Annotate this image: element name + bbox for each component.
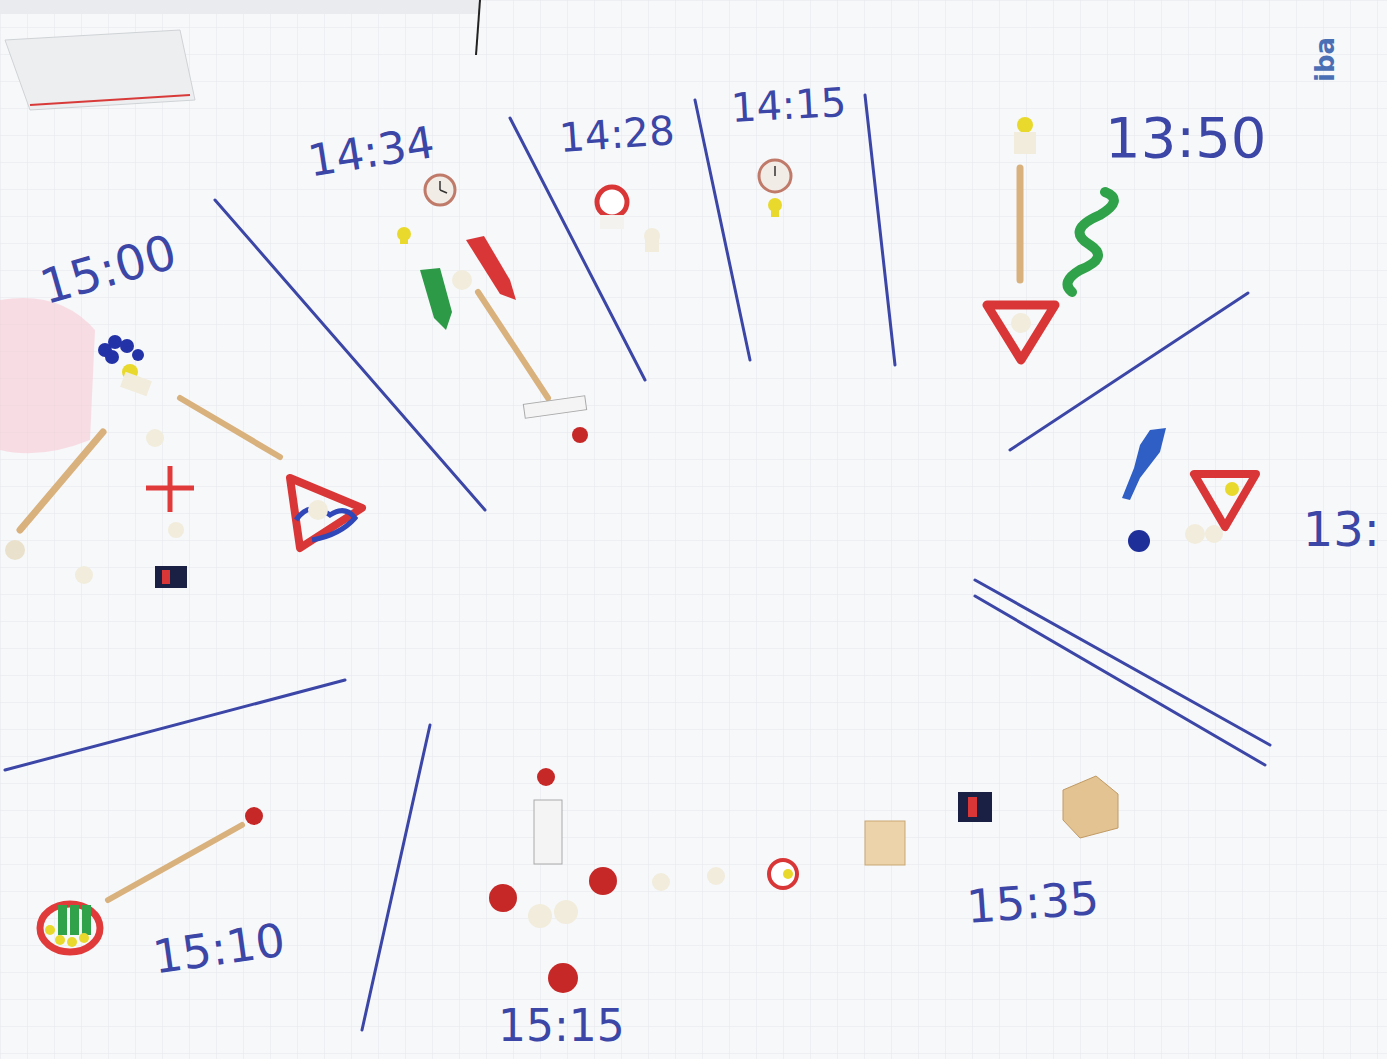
objects-1428 bbox=[597, 187, 660, 252]
divider-lines bbox=[5, 95, 1270, 1030]
time-label: 13: bbox=[1303, 505, 1380, 553]
plastic-bag bbox=[5, 30, 195, 110]
pen-line bbox=[476, 0, 480, 55]
time-label: 15:15 bbox=[498, 1004, 625, 1048]
time-label: 14:15 bbox=[730, 82, 847, 128]
time-label: 14:28 bbox=[558, 110, 676, 158]
objects-1434 bbox=[397, 175, 588, 443]
time-label: 15:35 bbox=[965, 875, 1100, 930]
objects-1500 bbox=[5, 335, 362, 588]
objects-1415 bbox=[759, 160, 791, 217]
table-edge bbox=[0, 0, 480, 14]
objects-13 bbox=[1122, 428, 1256, 552]
time-label: 13:50 bbox=[1105, 110, 1266, 166]
logo-text: iba bbox=[1312, 37, 1338, 82]
pink-tissue bbox=[0, 298, 95, 453]
objects-1515-1535 bbox=[489, 768, 1118, 993]
bag-seal bbox=[30, 95, 190, 105]
objects-1350 bbox=[987, 117, 1114, 360]
